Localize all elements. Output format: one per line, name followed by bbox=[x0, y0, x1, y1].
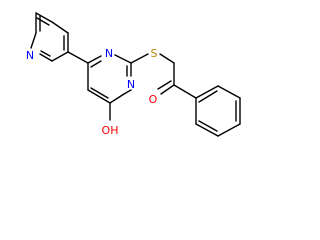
bond bbox=[51, 51, 69, 62]
atom-label-pyridine-nitrogen: N bbox=[26, 49, 34, 62]
bond bbox=[173, 84, 197, 99]
bond bbox=[67, 51, 89, 64]
bond bbox=[114, 54, 132, 64]
bond bbox=[109, 93, 125, 104]
bond bbox=[87, 55, 102, 64]
chemical-structure-diagram: N N N S O OH bbox=[26, 12, 241, 137]
bond bbox=[130, 53, 149, 64]
bond bbox=[51, 21, 69, 34]
bond bbox=[36, 17, 50, 26]
bond bbox=[217, 85, 241, 99]
bond bbox=[30, 32, 37, 49]
bond bbox=[90, 60, 102, 68]
bond bbox=[39, 53, 53, 62]
bonds bbox=[30, 12, 241, 137]
atom-label-pyrimidine-nitrogen-3: N bbox=[127, 78, 135, 91]
bond bbox=[160, 84, 175, 95]
bond bbox=[123, 89, 132, 95]
atom-label-ketone-oxygen: O bbox=[149, 93, 158, 106]
bond bbox=[217, 123, 241, 137]
bond bbox=[90, 87, 109, 99]
bond bbox=[195, 123, 219, 137]
bond bbox=[35, 12, 53, 23]
bond bbox=[87, 89, 111, 104]
bond bbox=[157, 80, 172, 90]
bond bbox=[198, 120, 218, 132]
bond bbox=[195, 85, 219, 99]
bond bbox=[198, 90, 218, 103]
atom-label-pyrimidine-nitrogen-1: N bbox=[105, 47, 113, 60]
atom-label-sulfur: S bbox=[151, 47, 158, 60]
bond bbox=[159, 53, 175, 64]
bond bbox=[40, 50, 51, 57]
atom-label-hydroxyl: OH bbox=[102, 124, 119, 137]
